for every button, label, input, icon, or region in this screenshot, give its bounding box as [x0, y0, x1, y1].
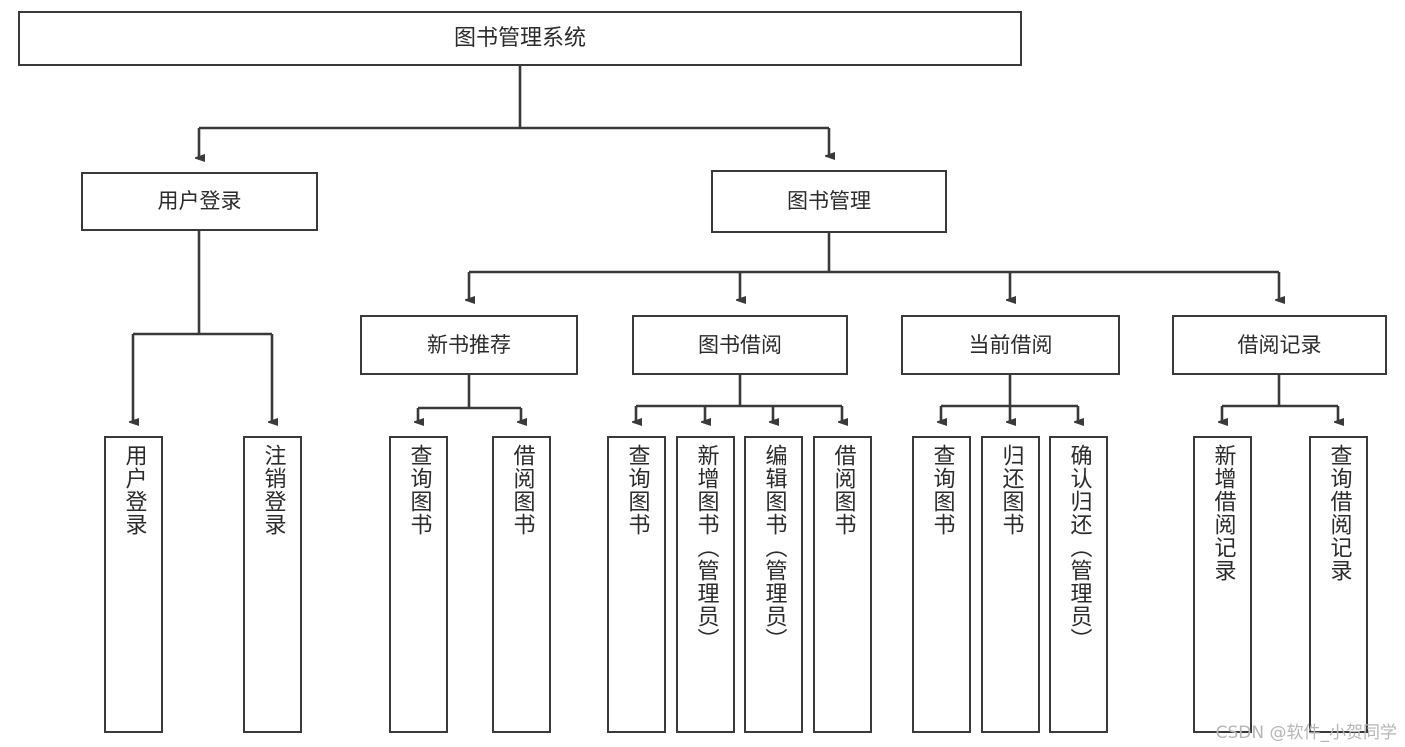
leaf-query-book-current[interactable]: 查询图书: [912, 436, 971, 733]
leaf-add-book-admin[interactable]: 新增图书（管理员）: [676, 436, 735, 733]
leaf-add-borrow-record[interactable]: 新增借阅记录: [1193, 436, 1252, 733]
node-borrow-record[interactable]: 借阅记录: [1172, 315, 1387, 375]
node-label: 确认归还（管理员）: [1066, 444, 1092, 651]
node-label: 注销登录: [260, 444, 286, 536]
node-label: 查询图书: [406, 444, 432, 536]
node-book-borrow[interactable]: 图书借阅: [632, 315, 848, 375]
node-label: 归还图书: [998, 444, 1024, 536]
leaf-query-book-borrow[interactable]: 查询图书: [607, 436, 666, 733]
node-book-management-system[interactable]: 图书管理系统: [18, 11, 1022, 66]
node-label: 新书推荐: [427, 332, 511, 357]
leaf-query-book-recommend[interactable]: 查询图书: [389, 436, 448, 733]
leaf-confirm-return-admin[interactable]: 确认归还（管理员）: [1049, 436, 1108, 733]
leaf-borrow-book[interactable]: 借阅图书: [813, 436, 872, 733]
leaf-edit-book-admin[interactable]: 编辑图书（管理员）: [744, 436, 803, 733]
node-user-login[interactable]: 用户登录: [81, 172, 318, 231]
leaf-logout[interactable]: 注销登录: [243, 436, 302, 733]
node-label: 借阅记录: [1237, 332, 1322, 357]
leaf-query-borrow-record[interactable]: 查询借阅记录: [1309, 436, 1368, 733]
leaf-borrow-book-recommend[interactable]: 借阅图书: [492, 436, 551, 733]
node-label: 新增借阅记录: [1210, 444, 1236, 582]
leaf-return-book[interactable]: 归还图书: [981, 436, 1040, 733]
node-label: 图书管理系统: [453, 25, 586, 51]
node-label: 图书管理: [787, 189, 871, 213]
node-label: 借阅图书: [509, 444, 535, 536]
node-label: 用户登录: [157, 189, 242, 213]
node-label: 查询图书: [929, 444, 955, 536]
node-book-management[interactable]: 图书管理: [711, 170, 947, 233]
leaf-user-login[interactable]: 用户登录: [104, 436, 163, 733]
node-label: 借阅图书: [830, 444, 856, 536]
node-label: 图书借阅: [698, 332, 782, 357]
node-new-book-recommend[interactable]: 新书推荐: [360, 315, 578, 375]
node-label: 用户登录: [121, 444, 147, 536]
node-label: 当前借阅: [968, 332, 1053, 357]
node-label: 新增图书（管理员）: [693, 444, 719, 651]
node-current-borrow[interactable]: 当前借阅: [901, 315, 1120, 375]
node-label: 查询借阅记录: [1326, 444, 1352, 582]
watermark: CSDN @软件_小贺同学: [1215, 723, 1397, 743]
node-label: 编辑图书（管理员）: [761, 444, 787, 651]
node-label: 查询图书: [624, 444, 650, 536]
